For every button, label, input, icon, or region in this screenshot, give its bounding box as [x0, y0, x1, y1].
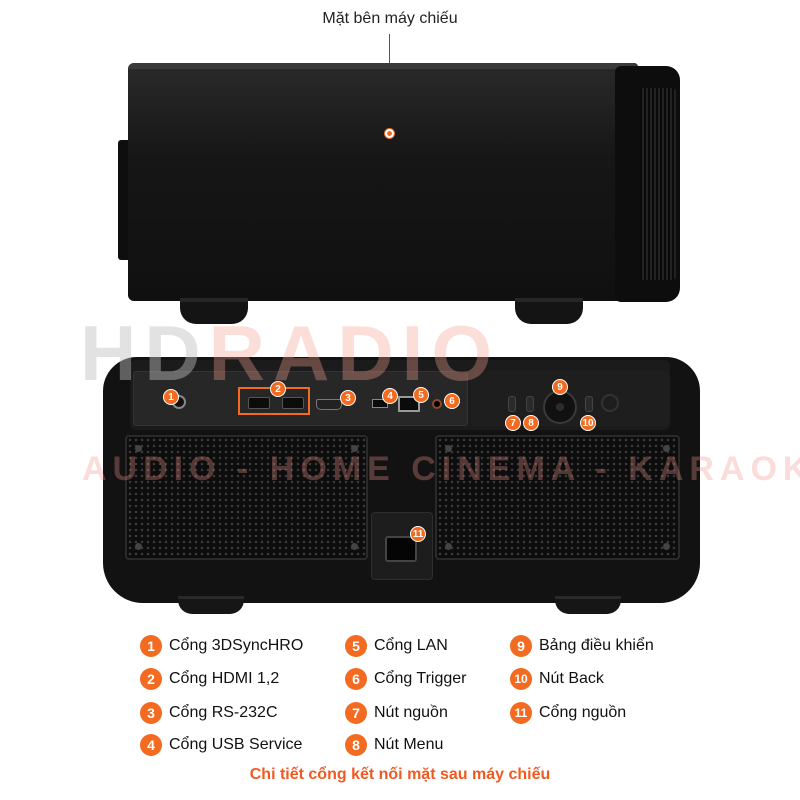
watermark-radio: RADIO: [208, 309, 501, 397]
power-button: [508, 396, 516, 412]
legend-number: 8: [345, 734, 367, 756]
projector-rear-foot-left: [178, 596, 244, 614]
legend-item: 8 Nút Menu: [345, 733, 443, 757]
hdmi-port-1: [248, 397, 270, 409]
legend-item: 4 Cổng USB Service: [140, 733, 302, 757]
legend-label: Nút Back: [539, 670, 604, 687]
projector-rear-foot-right: [555, 596, 621, 614]
marker-5: 5: [413, 387, 429, 403]
legend-number: 9: [510, 635, 532, 657]
trigger-port: [432, 399, 442, 409]
legend-item: 7 Nút nguồn: [345, 701, 448, 725]
legend-item: 11 Cổng nguồn: [510, 701, 626, 725]
projector-side-foot-right: [515, 298, 583, 324]
marker-9: 9: [552, 379, 568, 395]
marker-8: 8: [523, 415, 539, 431]
ir-sensor: [601, 394, 619, 412]
marker-11: 11: [410, 526, 426, 542]
legend-number: 1: [140, 635, 162, 657]
legend-item: 1 Cổng 3DSyncHRO: [140, 634, 303, 658]
legend-label: Cổng LAN: [374, 637, 448, 654]
legend-item: 10 Nút Back: [510, 667, 604, 691]
power-socket-icon: [385, 536, 417, 562]
marker-6: 6: [444, 393, 460, 409]
legend-label: Cổng RS-232C: [169, 704, 278, 721]
legend-number: 11: [510, 702, 532, 724]
legend-number: 3: [140, 702, 162, 724]
legend-label: Nút nguồn: [374, 704, 448, 721]
projector-side-body: [128, 63, 638, 301]
legend-label: Cổng Trigger: [374, 670, 467, 687]
marker-7: 7: [505, 415, 521, 431]
marker-3: 3: [340, 390, 356, 406]
legend-item: 3 Cổng RS-232C: [140, 701, 278, 725]
legend-number: 4: [140, 734, 162, 756]
legend-label: Cổng nguồn: [539, 704, 627, 721]
menu-button: [526, 396, 534, 412]
legend-number: 6: [345, 668, 367, 690]
legend-number: 2: [140, 668, 162, 690]
figure-caption: Chi tiết cổng kết nối mặt sau máy chiếu: [249, 766, 551, 783]
legend-item: 9 Bảng điều khiển: [510, 634, 654, 658]
legend-label: Cổng 3DSyncHRO: [169, 637, 304, 654]
legend-label: Nút Menu: [374, 736, 444, 753]
legend-label: Cổng USB Service: [169, 736, 303, 753]
rear-vent-right: [435, 435, 680, 560]
legend-label: Bảng điều khiển: [539, 637, 654, 654]
legend-number: 10: [510, 668, 532, 690]
legend-item: 6 Cổng Trigger: [345, 667, 467, 691]
legend-item: 2 Cổng HDMI 1,2: [140, 667, 279, 691]
projector-side-grille: [640, 88, 676, 280]
side-view-label: Mặt bên máy chiếu: [322, 10, 458, 27]
legend-number: 7: [345, 702, 367, 724]
marker-10: 10: [580, 415, 596, 431]
rs232-port: [316, 399, 342, 410]
marker-4: 4: [382, 388, 398, 404]
legend-label: Cổng HDMI 1,2: [169, 670, 280, 687]
legend-number: 5: [345, 635, 367, 657]
marker-1: 1: [163, 389, 179, 405]
pointer-dot-icon: [385, 129, 394, 138]
watermark-brand: HDRADIO: [80, 308, 740, 399]
back-button: [585, 396, 593, 412]
projector-side-foot-left: [180, 298, 248, 324]
watermark-hd: HD: [80, 309, 209, 397]
projector-side-rear-lip: [118, 140, 130, 260]
legend-item: 5 Cổng LAN: [345, 634, 448, 658]
hdmi-port-2: [282, 397, 304, 409]
watermark-tagline: AUDIO - HOME CINEMA - KARAOKE: [82, 450, 800, 488]
rear-vent-left: [125, 435, 368, 560]
marker-2: 2: [270, 381, 286, 397]
